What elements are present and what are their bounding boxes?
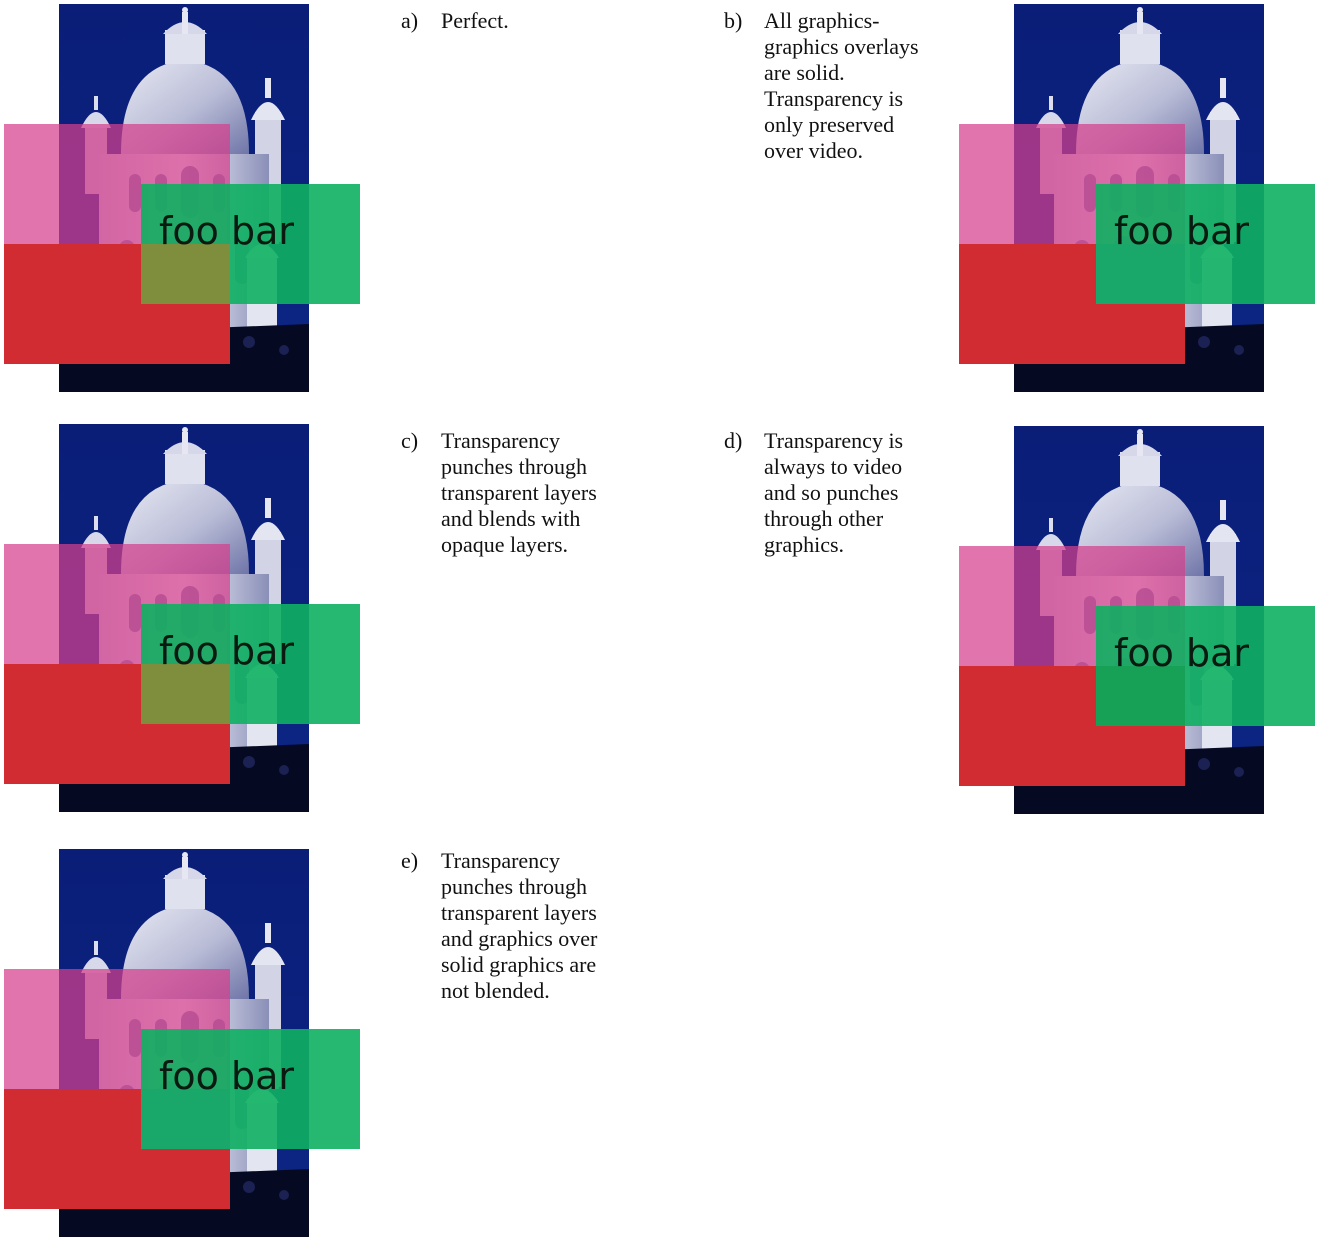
- caption-label: b): [724, 8, 743, 33]
- panel-d: foo bar: [959, 426, 1315, 814]
- caption-label: a): [401, 8, 419, 33]
- overlay-text: foo bar: [1114, 631, 1249, 675]
- caption-text: Transparency punches through transparent…: [441, 848, 598, 1003]
- caption-text: Transparency is always to video and so p…: [764, 428, 904, 557]
- caption-b: b) All graphics- graphics overlays are s…: [724, 8, 964, 188]
- caption-c: c) Transparency punches through transpar…: [401, 428, 661, 588]
- caption-label: c): [401, 428, 419, 453]
- panel-b: foo bar: [959, 4, 1315, 392]
- blend-overlay: [141, 244, 230, 304]
- panel-c: foo bar: [4, 424, 360, 812]
- caption-text: Transparency punches through transparent…: [441, 428, 597, 557]
- solid-green-overlay: [141, 1089, 230, 1149]
- blend-overlay: [141, 664, 230, 724]
- punch-through-overlay: [1096, 666, 1185, 726]
- overlay-text: foo bar: [1114, 209, 1249, 253]
- caption-text: All graphics- graphics overlays are soli…: [764, 8, 919, 163]
- panel-a: foo bar: [4, 4, 360, 392]
- caption-d: d) Transparency is always to video and s…: [724, 428, 964, 588]
- panel-e: foo bar: [4, 849, 360, 1237]
- overlay-text: foo bar: [159, 629, 294, 673]
- overlay-text: foo bar: [159, 209, 294, 253]
- caption-label: d): [724, 428, 743, 453]
- overlay-text: foo bar: [159, 1054, 294, 1098]
- solid-green-overlay: [1096, 244, 1185, 304]
- caption-e: e) Transparency punches through transpar…: [401, 848, 661, 1028]
- caption-a: a) Perfect.: [401, 8, 661, 48]
- caption-text: Perfect.: [441, 8, 509, 33]
- caption-label: e): [401, 848, 419, 873]
